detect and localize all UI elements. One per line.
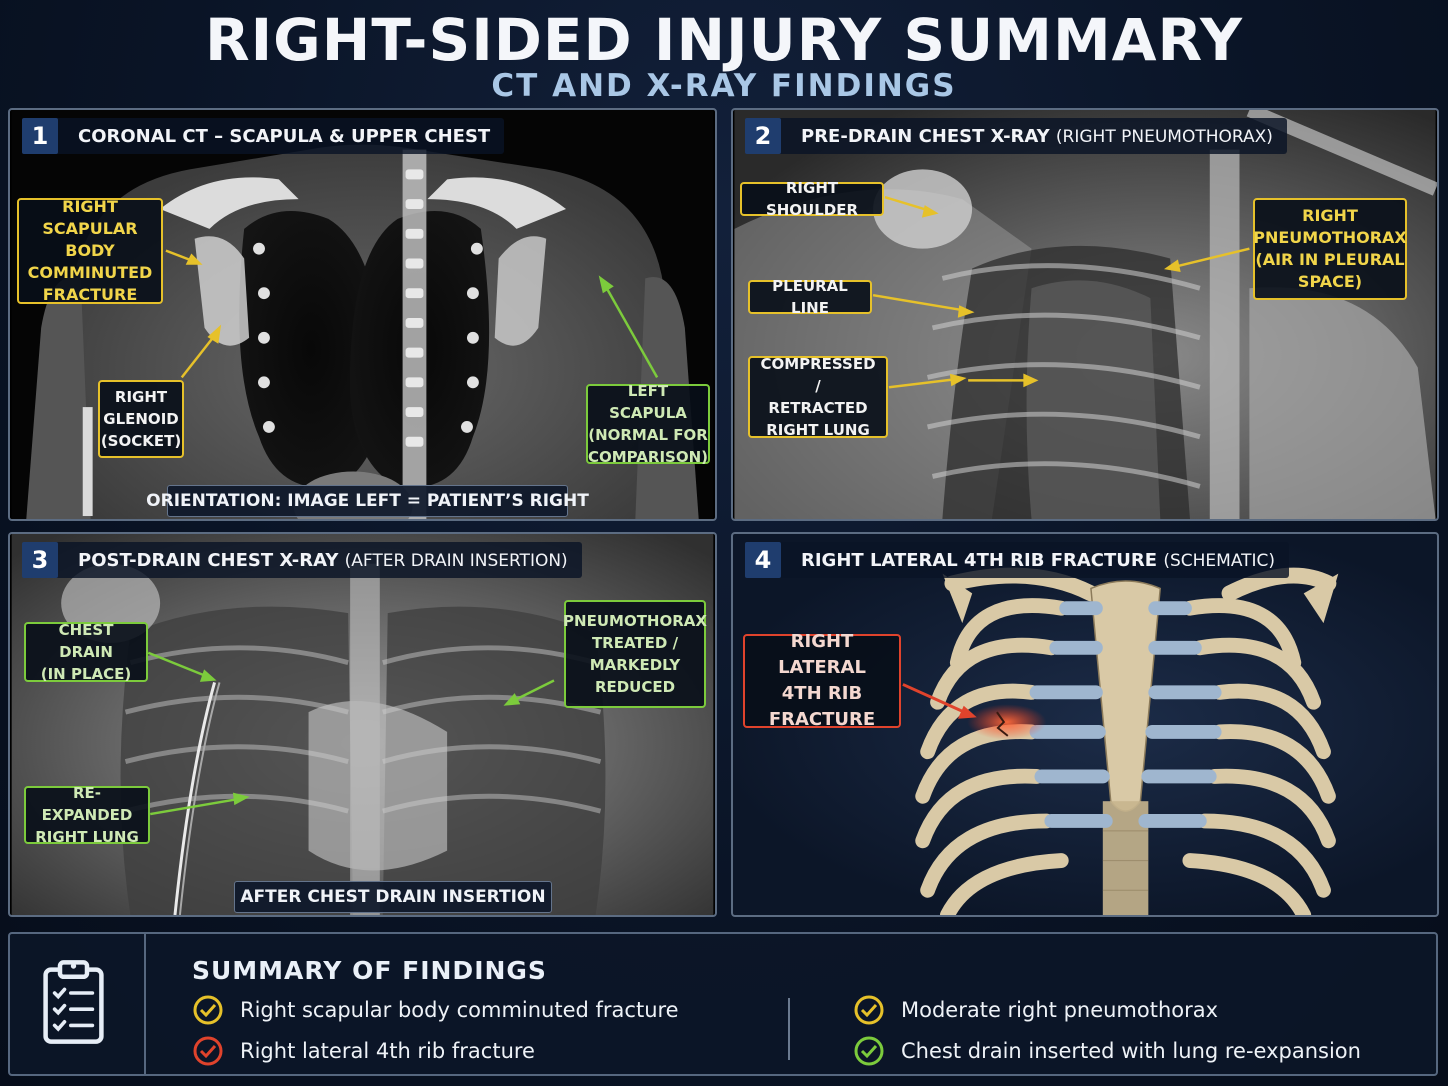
panel-4-header: 4 RIGHT LATERAL 4TH RIB FRACTURE (SCHEMA… [745,542,1290,578]
summary-item-label: Chest drain inserted with lung re-expans… [901,1039,1361,1063]
label-rib-fracture: RIGHT LATERAL 4TH RIB FRACTURE [743,631,901,730]
page-title: RIGHT-SIDED INJURY SUMMARY [204,6,1244,74]
label-right-pneumothorax: RIGHT PNEUMOTHORAX (AIR IN PLEURAL SPACE… [1253,198,1407,300]
panel-2-title: PRE-DRAIN CHEST X-RAY (RIGHT PNEUMOTHORA… [801,125,1273,147]
summary-of-findings: SUMMARY OF FINDINGS Right scapular body … [8,932,1438,1076]
panel-2-header: 2 PRE-DRAIN CHEST X-RAY (RIGHT PNEUMOTHO… [745,118,1287,154]
summary-icon-box [10,934,146,1074]
check-circle-red-icon [193,1036,223,1066]
panel-3-number: 3 [22,542,58,578]
ct-image [11,110,714,519]
panel-1-title: CORONAL CT – SCAPULA & UPPER CHEST [78,125,491,147]
panel-3-header: 3 POST-DRAIN CHEST X-RAY (AFTER DRAIN IN… [22,542,582,578]
label-pleural-line: PLEURAL LINE [748,277,872,317]
summary-item-chest-drain: Chest drain inserted with lung re-expans… [853,1035,1361,1067]
summary-item-scapular: Right scapular body comminuted fracture [192,994,679,1026]
panel-rib-schematic: 4 RIGHT LATERAL 4TH RIB FRACTURE (SCHEMA… [731,532,1439,917]
panel-1-header: 1 CORONAL CT – SCAPULA & UPPER CHEST [22,118,505,154]
label-compressed-lung: COMPRESSED / RETRACTED RIGHT LUNG [748,355,888,439]
panel-3-title: POST-DRAIN CHEST X-RAY (AFTER DRAIN INSE… [78,549,568,571]
panel-4-title: RIGHT LATERAL 4TH RIB FRACTURE (SCHEMATI… [801,549,1276,571]
check-circle-green-icon [854,1036,884,1066]
label-right-scapular-fracture: RIGHT SCAPULAR BODY COMMINUTED FRACTURE [17,197,163,304]
panel-pre-drain-xray: 2 PRE-DRAIN CHEST X-RAY (RIGHT PNEUMOTHO… [731,108,1439,521]
summary-item-rib: Right lateral 4th rib fracture [192,1035,535,1067]
summary-title: SUMMARY OF FINDINGS [192,956,547,985]
label-right-shoulder: RIGHT SHOULDER [740,179,884,219]
check-circle-yellow-icon [854,995,884,1025]
label-left-scapula: LEFT SCAPULA (NORMAL FOR COMPARISON) [586,382,710,466]
label-pneumothorax-treated: PNEUMOTHORAX TREATED / MARKEDLY REDUCED [563,600,707,708]
summary-item-label: Right lateral 4th rib fracture [240,1039,535,1063]
panel-post-drain-xray: 3 POST-DRAIN CHEST X-RAY (AFTER DRAIN IN… [8,532,717,917]
clipboard-checklist-icon [43,960,104,1044]
post-drain-xray-image [11,534,714,915]
summary-item-label: Moderate right pneumothorax [901,998,1219,1022]
label-chest-drain: CHEST DRAIN (IN PLACE) [24,621,148,683]
summary-divider [788,998,790,1060]
panel-1-number: 1 [22,118,58,154]
after-drain-note: AFTER CHEST DRAIN INSERTION [234,881,552,913]
summary-item-label: Right scapular body comminuted fracture [240,998,679,1022]
label-right-glenoid: RIGHT GLENOID (SOCKET) [98,380,184,458]
page-subtitle: CT AND X-RAY FINDINGS [491,68,957,104]
panel-ct: 1 CORONAL CT – SCAPULA & UPPER CHEST RIG… [8,108,717,521]
orientation-note: ORIENTATION: IMAGE LEFT = PATIENT’S RIGH… [146,485,589,517]
summary-item-pneumothorax: Moderate right pneumothorax [853,994,1218,1026]
panel-2-number: 2 [745,118,781,154]
check-circle-yellow-icon [193,995,223,1025]
panel-4-number: 4 [745,542,781,578]
label-reexpanded-lung: RE-EXPANDED RIGHT LUNG [24,784,150,846]
